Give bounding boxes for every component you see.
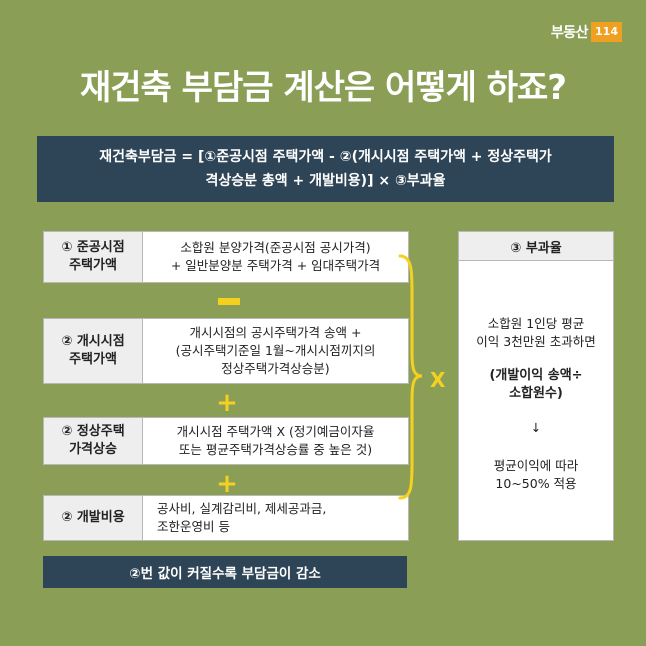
brace-icon bbox=[398, 254, 423, 500]
logo-badge: 114 bbox=[591, 22, 622, 42]
row-normal-increase: ② 정상주택 가격상승 개시시점 주택가액 X (정기예금이자율 또는 평균주택… bbox=[43, 417, 409, 465]
minus-icon bbox=[218, 298, 240, 305]
footer-note: ②번 값이 커질수록 부담금이 감소 bbox=[43, 556, 407, 588]
formula-banner: 재건축부담금 = [①준공시점 주택가액 - ②(개시시점 주택가액 + 정상주… bbox=[37, 136, 614, 202]
row-completion-value: ① 준공시점 주택가액 소합원 분양가격(준공시점 공시가격) + 일반분양분 … bbox=[43, 231, 409, 283]
row-description: 개시시점의 공시주택가격 송액 + (공시주택기준일 1월~개시시점끼지의 정상… bbox=[143, 318, 409, 384]
row-label: ① 준공시점 주택가액 bbox=[43, 231, 143, 283]
page-title: 재건축 부담금 계산은 어떻게 하죠? bbox=[80, 68, 567, 108]
row-description: 소합원 분양가격(준공시점 공시가격) + 일반분양분 주택가격 + 임대주택가… bbox=[143, 231, 409, 283]
formula-line-1: 재건축부담금 = [①준공시점 주택가액 - ②(개시시점 주택가액 + 정상주… bbox=[99, 149, 552, 165]
row-description: 개시시점 주택가액 X (정기예금이자율 또는 평균주택가격상승률 중 높은 것… bbox=[143, 417, 409, 465]
logo-text: 부동산 bbox=[550, 25, 589, 41]
row-label: ② 정상주택 가격상승 bbox=[43, 417, 143, 465]
rate-formula: (개발이익 송액÷ 소합원수) bbox=[489, 368, 583, 401]
formula-line-2: 격상승분 총액 + 개발비용)] × ③부과율 bbox=[205, 173, 446, 189]
row-label: ② 개발비용 bbox=[43, 495, 143, 541]
arrow-down-icon: ↓ bbox=[530, 420, 542, 435]
rate-panel: 소합원 1인당 평균 이익 3천만원 초과하면 (개발이익 송액÷ 소합원수) … bbox=[458, 261, 614, 541]
row-description: 공사비, 실계감리비, 제세공과금, 조한운영비 등 bbox=[143, 495, 409, 541]
brand-logo: 부동산 114 bbox=[551, 22, 622, 42]
rate-header: ③ 부과율 bbox=[458, 231, 614, 261]
row-label: ② 개시시점 주택가액 bbox=[43, 318, 143, 384]
rate-condition: 소합원 1인당 평균 이익 3천만원 초과하면 bbox=[476, 316, 596, 349]
plus-icon: + bbox=[216, 388, 238, 418]
row-development-cost: ② 개발비용 공사비, 실계감리비, 제세공과금, 조한운영비 등 bbox=[43, 495, 409, 541]
multiply-icon: X bbox=[430, 368, 446, 392]
row-start-value: ② 개시시점 주택가액 개시시점의 공시주택가격 송액 + (공시주택기준일 1… bbox=[43, 318, 409, 384]
rate-result: 평균이익에 따라 10~50% 적용 bbox=[493, 458, 579, 491]
plus-icon: + bbox=[216, 469, 238, 499]
